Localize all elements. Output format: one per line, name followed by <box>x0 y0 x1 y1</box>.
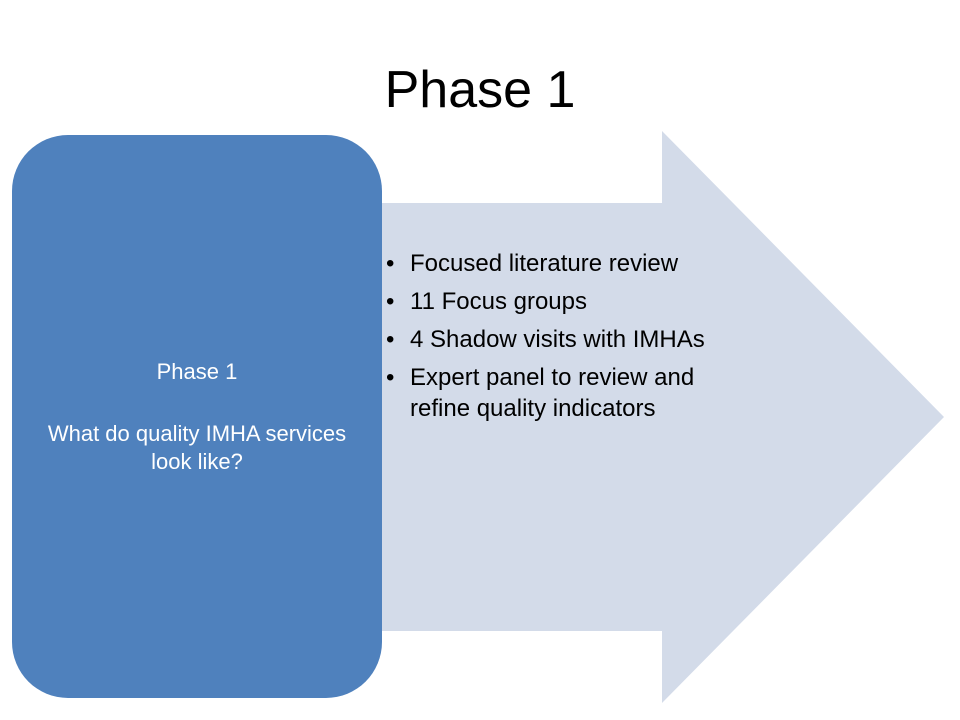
phase-box-question: What do quality IMHA services look like? <box>47 420 347 474</box>
bullet-dot-icon: • <box>386 288 395 315</box>
bullet-text: 11 Focus groups <box>410 288 587 315</box>
bullet-text: 4 Shadow visits with IMHAs <box>410 326 705 353</box>
bullet-text: Focused literature review <box>410 250 679 277</box>
bullet-item: • 4 Shadow visits with IMHAs <box>386 324 716 355</box>
bullet-item: • Focused literature review <box>386 248 716 279</box>
bullet-dot-icon: • <box>386 250 395 277</box>
slide-title: Phase 1 <box>384 61 576 119</box>
bullet-item: • 11 Focus groups <box>386 286 716 317</box>
arrow-body <box>340 131 944 703</box>
bullet-item: • Expert panel to review and refine quali… <box>386 362 716 424</box>
activity-bullet-list: • Focused literature review • 11 Focus gro… <box>386 248 716 431</box>
bullet-dot-icon: • <box>386 326 395 353</box>
phase-box: Phase 1 What do quality IMHA services lo… <box>12 135 382 698</box>
bullet-dot-icon: • <box>386 364 395 391</box>
phase-box-heading: Phase 1 <box>156 358 238 384</box>
bullet-text: Expert panel to review and refine qualit… <box>410 364 695 422</box>
